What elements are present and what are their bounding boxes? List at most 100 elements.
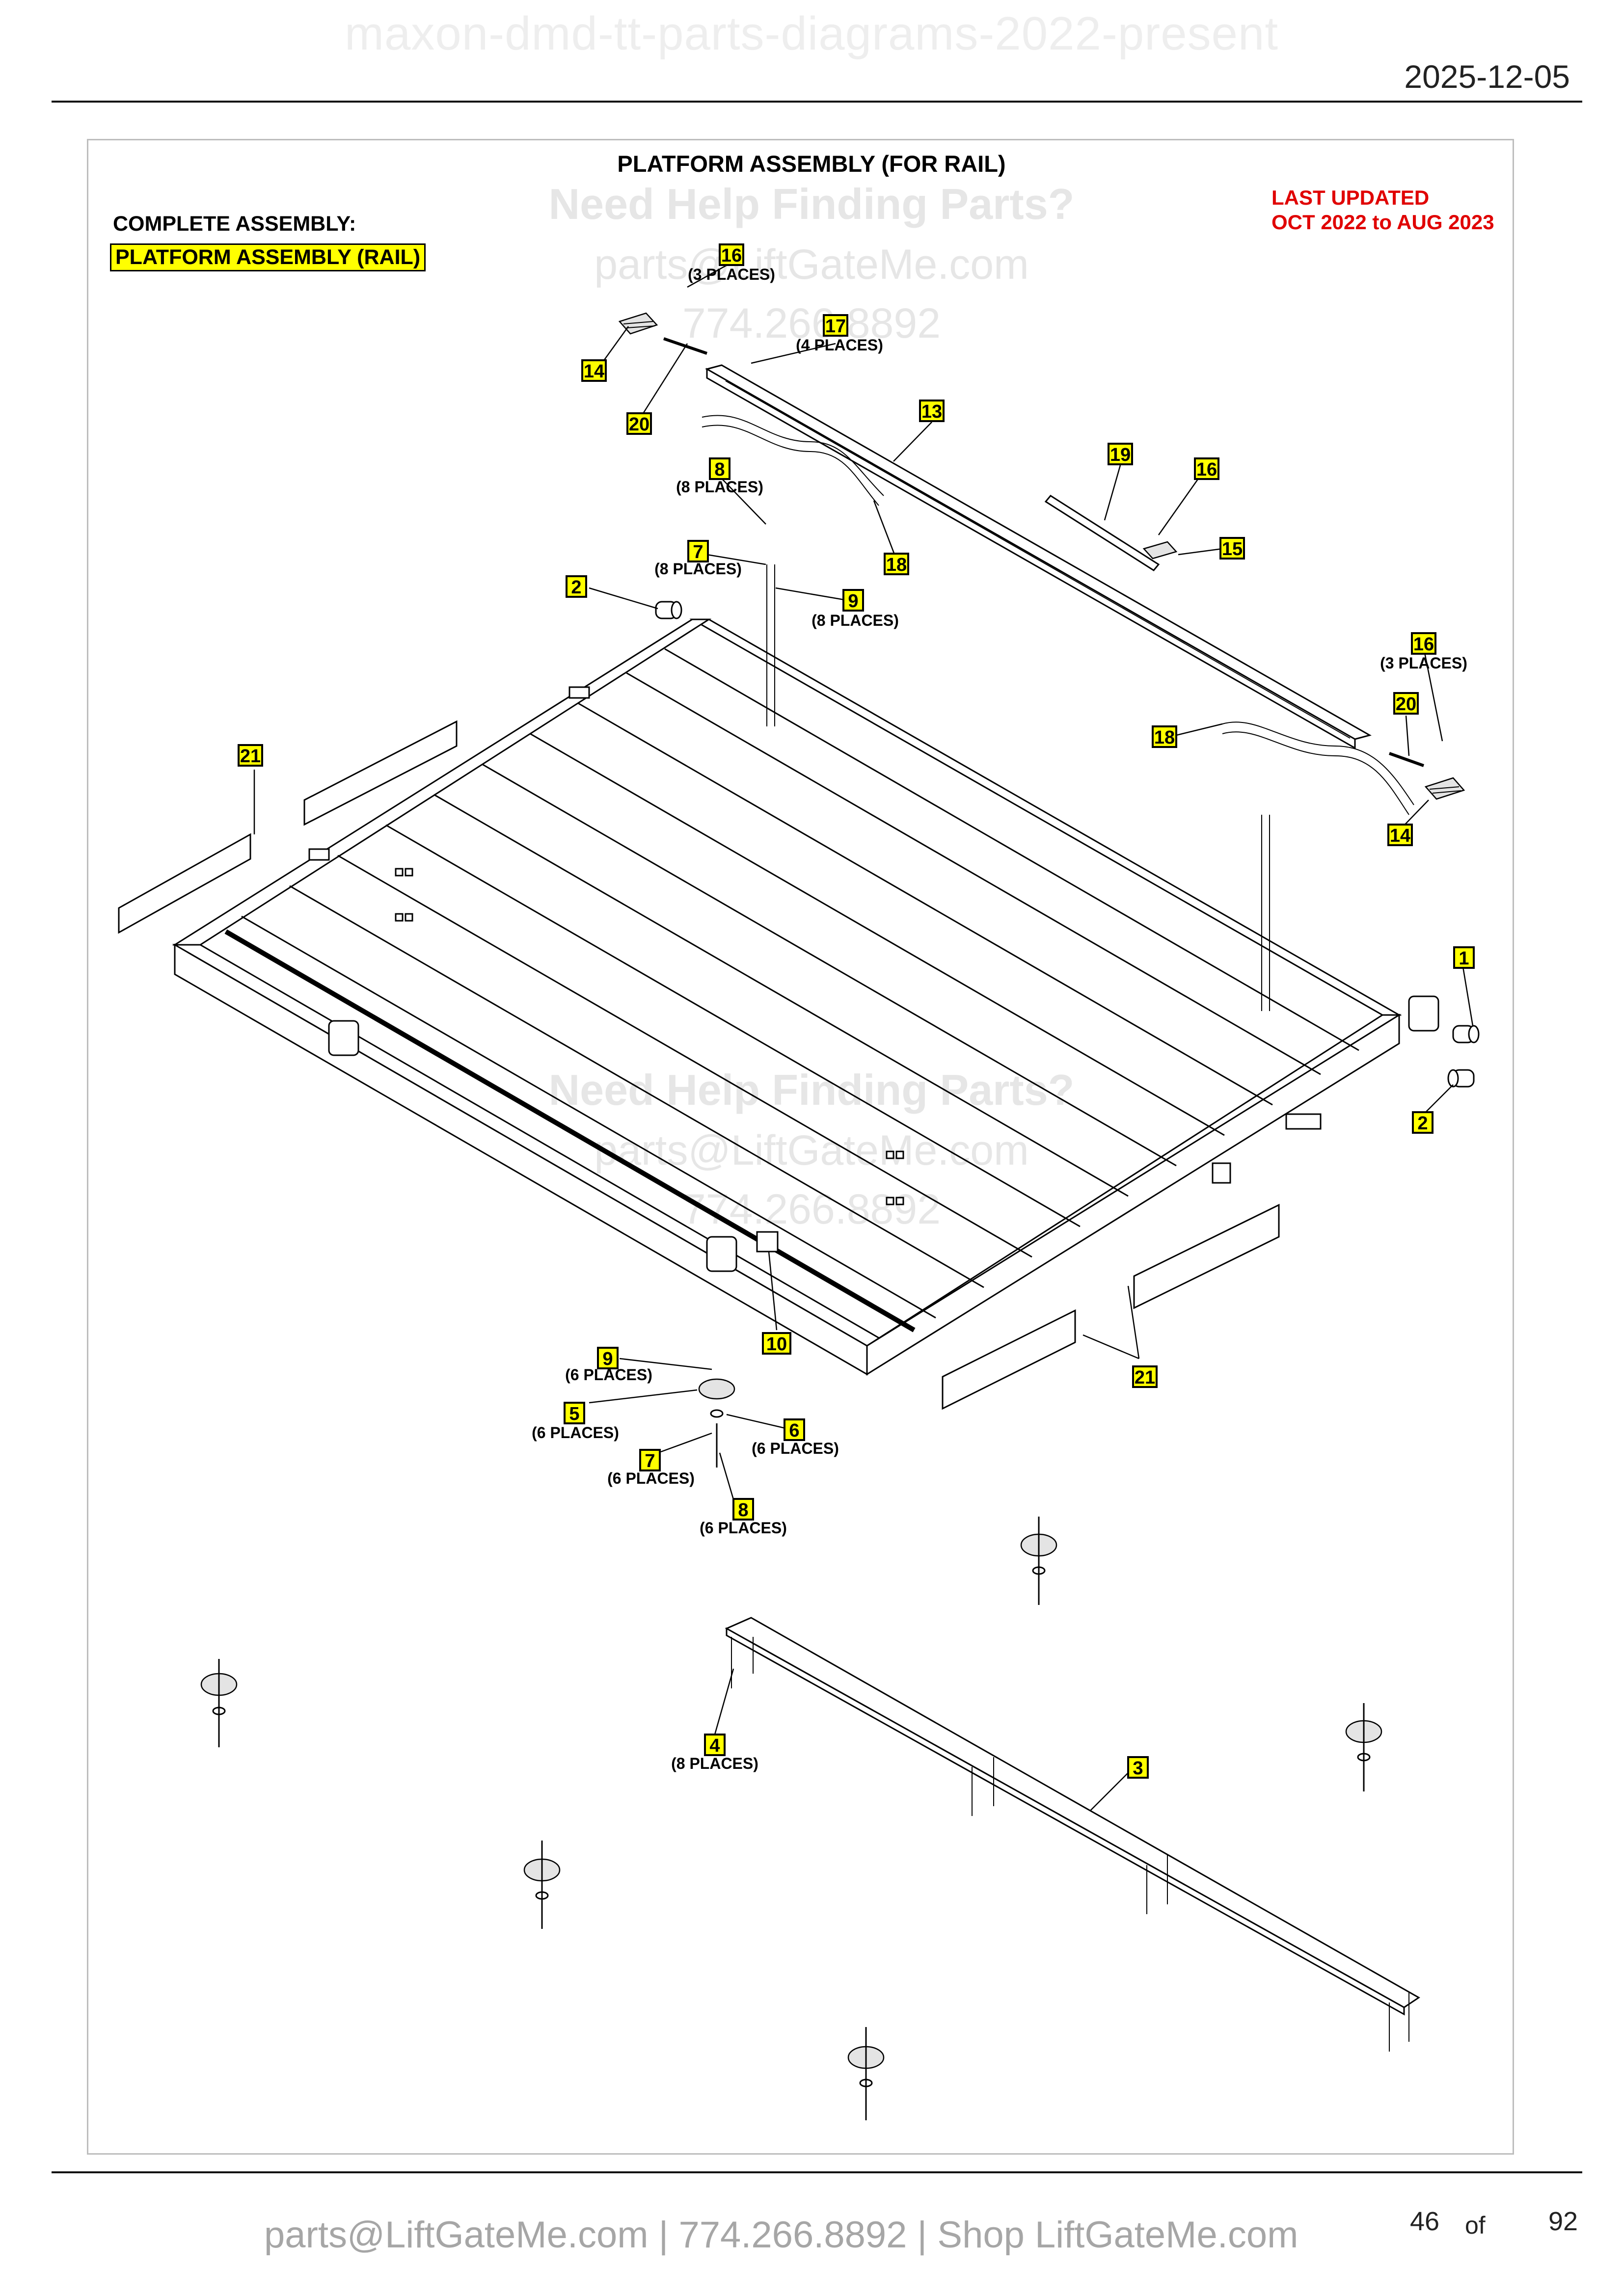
page-of: of	[1465, 2212, 1486, 2239]
callout-20-right[interactable]: 20	[1393, 692, 1419, 715]
part-21-decal-right-upper	[1133, 1203, 1280, 1309]
callout-5-note: (6 PLACES)	[532, 1424, 619, 1442]
callout-17-note: (4 PLACES)	[796, 336, 883, 354]
callout-17[interactable]: 17	[823, 314, 848, 337]
complete-assembly-link[interactable]: PLATFORM ASSEMBLY (RAIL)	[110, 243, 426, 271]
bolt-stack-left	[395, 868, 413, 922]
callout-8-upper-note: (8 PLACES)	[676, 478, 763, 496]
page-total: 92	[1548, 2207, 1578, 2236]
callout-9-lower-note: (6 PLACES)	[565, 1366, 652, 1384]
part-15-block	[1142, 541, 1178, 560]
svg-text:3: 3	[1133, 1758, 1143, 1779]
part-21-decal-right-lower	[942, 1309, 1076, 1410]
frame-tab	[1285, 1113, 1322, 1130]
svg-text:7: 7	[693, 542, 703, 562]
watermark-heading-mid: Need Help Finding Parts?	[548, 1066, 1075, 1114]
svg-text:18: 18	[1154, 727, 1175, 748]
svg-text:21: 21	[1135, 1367, 1155, 1388]
callout-18-lower[interactable]: 18	[1152, 725, 1177, 748]
deck-slats	[241, 648, 1359, 1319]
callout-10[interactable]: 10	[762, 1332, 791, 1355]
watermark-email-mid: parts@LiftGateMe.com	[594, 1127, 1029, 1174]
callout-16-top[interactable]: 16	[719, 243, 744, 266]
callout-5[interactable]: 5	[564, 1402, 585, 1424]
hinge-right	[1408, 995, 1439, 1032]
callout-21-left[interactable]: 21	[238, 744, 263, 767]
bumper-mid-left	[523, 1841, 561, 1929]
part-2-bushing-upper	[655, 601, 682, 619]
callout-19[interactable]: 19	[1108, 443, 1133, 465]
bumper-right	[1345, 1703, 1382, 1791]
callout-21-right[interactable]: 21	[1132, 1365, 1158, 1388]
callout-18-upper[interactable]: 18	[884, 553, 909, 575]
callout-7-lower-note: (6 PLACES)	[607, 1469, 695, 1487]
svg-text:2: 2	[571, 577, 581, 598]
leader-lines	[253, 262, 1474, 1812]
callout-1[interactable]: 1	[1453, 946, 1475, 969]
part-2-bushing-right	[1447, 1069, 1475, 1088]
callout-16-right-note: (3 PLACES)	[1380, 654, 1467, 672]
svg-text:9: 9	[848, 591, 858, 612]
platform-back-rail	[689, 618, 1402, 1016]
svg-text:2: 2	[1417, 1113, 1428, 1134]
svg-text:13: 13	[921, 401, 942, 422]
frame-tab	[308, 848, 330, 861]
platform-right-face	[866, 1014, 1400, 1376]
svg-text:20: 20	[629, 414, 649, 435]
part-21-decal-left-lower	[118, 833, 251, 934]
callout-15[interactable]: 15	[1219, 537, 1245, 560]
document-date: 2025-12-05	[1404, 58, 1570, 95]
part-14-block-lower	[1424, 777, 1465, 800]
part-18-strip-upper	[702, 415, 884, 506]
diagram-frame	[87, 139, 1514, 2155]
callout-4[interactable]: 4	[704, 1734, 726, 1756]
last-updated-range: OCT 2022 to AUG 2023	[1271, 211, 1494, 234]
callout-7-upper-note: (8 PLACES)	[654, 560, 742, 578]
callout-8-lower[interactable]: 8	[732, 1498, 754, 1521]
svg-text:7: 7	[645, 1451, 655, 1471]
callout-9-lower[interactable]: 9	[597, 1347, 619, 1369]
part-3-bar	[725, 1617, 1420, 2052]
footer-contact[interactable]: parts@LiftGateMe.com | 774.266.8892 | Sh…	[264, 2214, 1298, 2256]
callout-7-lower[interactable]: 7	[639, 1449, 661, 1471]
part-18-strip-lower	[1222, 721, 1414, 815]
svg-text:20: 20	[1396, 694, 1416, 715]
callout-14-upper[interactable]: 14	[581, 359, 607, 382]
callout-9-upper-note: (8 PLACES)	[812, 612, 899, 629]
watermark-heading-top: Need Help Finding Parts?	[548, 180, 1075, 228]
callout-9-upper[interactable]: 9	[842, 589, 864, 612]
callout-7-upper[interactable]: 7	[687, 540, 709, 562]
svg-text:14: 14	[584, 361, 604, 382]
bumper-left	[200, 1659, 238, 1747]
platform-front-rail	[172, 944, 895, 1347]
svg-text:19: 19	[1110, 445, 1131, 465]
callout-2-upper[interactable]: 2	[566, 575, 587, 598]
callout-2-right[interactable]: 2	[1412, 1111, 1434, 1134]
callout-3[interactable]: 3	[1127, 1756, 1149, 1779]
svg-text:6: 6	[789, 1420, 799, 1441]
document-title: maxon-dmd-tt-parts-diagrams-2022-present	[344, 7, 1279, 60]
callout-20-upper[interactable]: 20	[626, 412, 652, 435]
part-20-pin-lower	[1388, 752, 1425, 767]
svg-text:14: 14	[1390, 826, 1410, 846]
callout-6[interactable]: 6	[784, 1418, 805, 1441]
frame-tab	[568, 686, 590, 699]
watermark-phone-top: 774.266.8892	[682, 300, 941, 347]
callout-8-upper[interactable]: 8	[709, 457, 730, 480]
bumper-center-right	[1020, 1517, 1057, 1605]
callout-16-right[interactable]: 16	[1411, 632, 1436, 655]
callout-16-mid[interactable]: 16	[1194, 457, 1219, 480]
callout-13[interactable]: 13	[919, 400, 945, 422]
svg-text:8: 8	[738, 1500, 748, 1521]
callout-14-lower[interactable]: 14	[1387, 824, 1413, 846]
part-10-block	[756, 1231, 779, 1253]
svg-text:17: 17	[825, 316, 846, 337]
rail-13-drawing	[705, 364, 1372, 749]
part-1-pin	[1452, 1025, 1480, 1043]
last-updated-label: LAST UPDATED	[1271, 186, 1430, 209]
diagram-title: PLATFORM ASSEMBLY (FOR RAIL)	[617, 151, 1006, 177]
svg-text:4: 4	[709, 1735, 720, 1756]
last-updated-notice: LAST UPDATED OCT 2022 to AUG 2023	[1271, 186, 1494, 235]
complete-assembly-label: COMPLETE ASSEMBLY:	[113, 212, 356, 236]
